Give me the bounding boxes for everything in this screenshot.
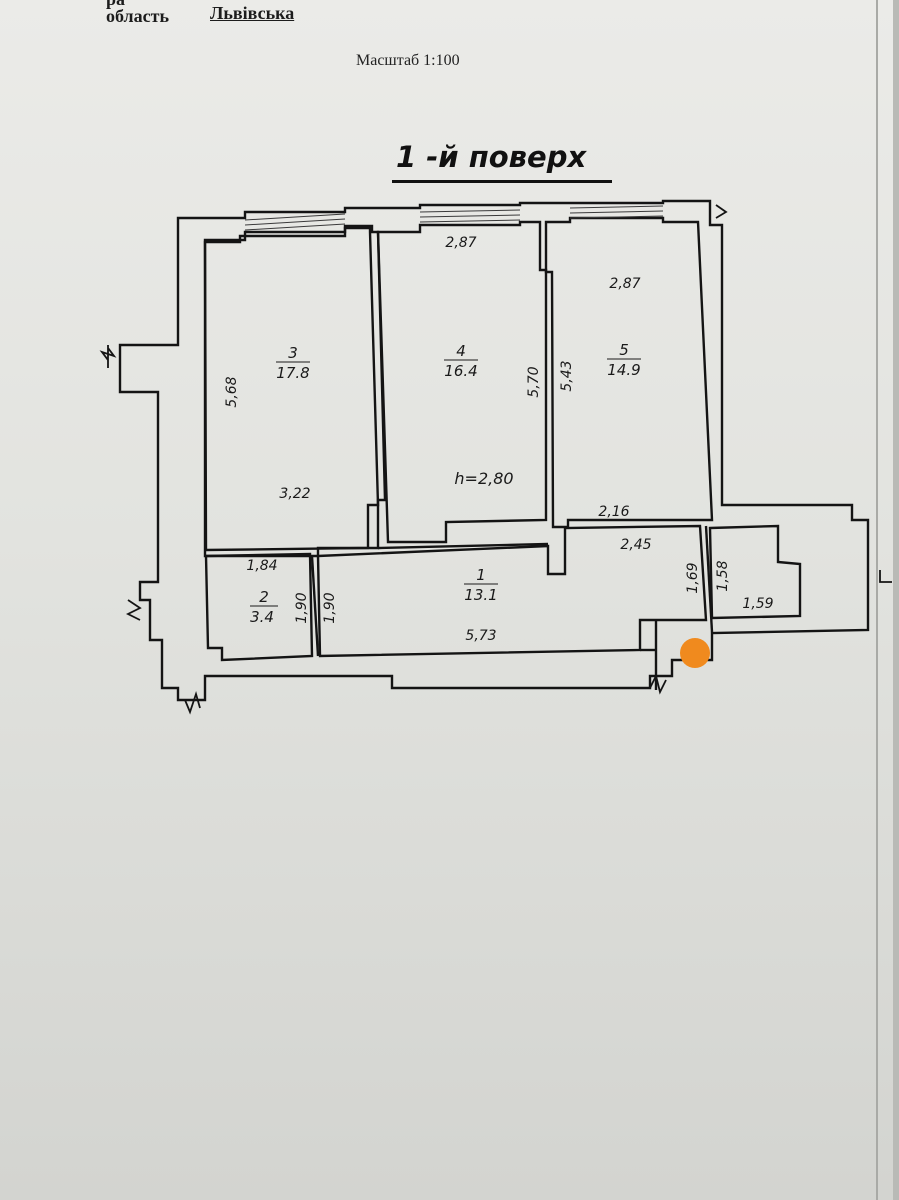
dim-closet-left: 1,58 [715,560,731,591]
dim-r5-top: 2,87 [609,276,640,292]
outer-wall-outline [118,199,870,702]
room-1-area: 13.1 [464,586,497,604]
orange-marker-icon [680,638,710,668]
dim-r1-left: 1,90 [322,592,338,623]
dim-r5-bottom: 2,16 [598,504,629,520]
break-marks [99,204,892,715]
room-2-number: 2 [259,588,269,606]
windows [244,205,664,231]
region-value: Львівська [210,3,295,23]
dim-closet-bottom: 1,59 [742,596,773,612]
dim-r2-right: 1,90 [294,592,310,623]
room-3-outline [203,226,380,552]
room-2-outline [204,552,314,662]
dim-r4-side: 5,70 [526,366,542,397]
ceiling-height: h=2,80 [454,469,513,488]
room-3-number: 3 [288,344,298,362]
dim-r2-top: 1,84 [246,558,277,574]
room-5-area: 14.9 [607,361,640,379]
dim-r1-bottom: 5,73 [465,628,496,644]
region-label: область [106,6,169,26]
dim-r3-side: 5,68 [224,376,240,407]
sheet-edge [876,0,878,1200]
dim-r1-top: 2,45 [620,537,651,553]
room-3-area: 17.8 [276,364,309,382]
room-4-number: 4 [456,342,466,360]
dim-r1-right: 1,69 [685,562,701,593]
dim-r3-bottom: 3,22 [279,486,310,502]
dim-r4-top: 2,87 [445,235,476,251]
room-2-area: 3.4 [250,608,274,626]
dimension-labels: 2,87 2,87 5,68 5,70 5,43 3,22 2,16 1,84 … [224,235,774,644]
dim-r5-side: 5,43 [559,360,575,391]
room-1-number: 1 [476,566,486,584]
room-1-outline [316,524,708,658]
room-4-area: 16.4 [444,362,477,380]
room-labels: 3 17.8 4 16.4 5 14.9 2 3.4 1 13.1 [250,341,641,626]
floor-title: 1 -й поверх [396,140,587,174]
header-cut-text: ра [106,0,125,10]
room-4-outline [376,220,548,544]
room-5-number: 5 [619,341,629,359]
scale-label: Масштаб 1:100 [356,52,460,69]
floor-title-underline [392,180,612,183]
